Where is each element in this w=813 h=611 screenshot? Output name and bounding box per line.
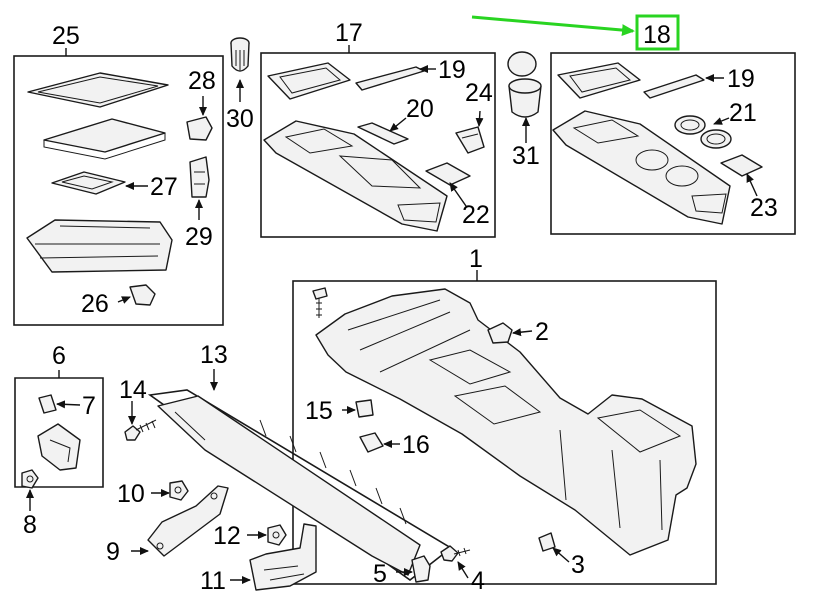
callout-21: 21 [729,99,757,127]
gasket-20 [357,122,409,145]
callout-6: 6 [52,342,66,370]
shifter-bezel-18 [557,62,641,99]
screw-4 [440,545,471,562]
callout-labels: 25 17 18 19 19 20 24 21 22 23 31 30 28 2… [23,19,778,595]
group-box-17 [260,52,496,238]
callout-12: 12 [213,522,241,550]
mat-23 [720,154,763,177]
callout-24: 24 [465,79,493,107]
callout-26: 26 [81,290,109,318]
cup-holder-31 [507,51,542,118]
callout-20: 20 [406,95,434,123]
callout-19a: 19 [438,56,466,84]
callout-27: 27 [150,173,178,201]
callout-28: 28 [188,67,216,95]
clip-2 [487,322,513,344]
callout-5: 5 [373,560,387,588]
group-box-25 [13,55,224,326]
callout-14: 14 [119,376,147,404]
callout-15: 15 [305,397,333,425]
callout-9: 9 [106,538,120,566]
nut-8 [21,469,39,489]
highlight-arrow [471,15,635,37]
bracket-24 [455,126,485,154]
callout-25: 25 [52,22,80,50]
leader-lines [26,45,758,584]
callout-8: 8 [23,511,37,539]
callout-19b: 19 [727,65,755,93]
callout-11: 11 [200,567,226,595]
clip-7 [38,394,57,414]
callout-23: 23 [750,194,778,222]
armrest-lid-panel [43,118,166,160]
mat-22 [425,162,471,186]
console-upper-trim-17 [263,120,448,232]
clip-3 [538,532,556,552]
callout-22: 22 [462,201,490,229]
callout-16: 16 [402,431,430,459]
callout-2: 2 [535,318,549,346]
group-box-6 [14,377,104,488]
callout-18: 18 [643,21,671,49]
bracket-11 [249,523,317,591]
callout-1: 1 [469,245,483,273]
callout-4: 4 [471,567,485,595]
plug-5 [411,555,431,583]
highlight-box-18 [635,14,680,51]
bolt-1 [312,287,328,318]
console-upper-trim-18 [552,110,731,225]
callout-17: 17 [335,19,363,47]
clip-26 [129,284,156,306]
screw-14 [124,419,157,441]
trim-strip-19b [643,74,705,99]
nut-12 [267,524,287,546]
insert-30 [230,37,250,72]
trim-strip-19a [355,66,425,91]
clip-15 [355,399,374,418]
callout-30: 30 [226,105,254,133]
callout-10: 10 [117,480,145,508]
latch-28 [186,116,213,141]
console-side-panel [157,395,421,576]
latch-29 [189,156,210,198]
callout-29: 29 [185,223,213,251]
bracket-6 [37,423,81,471]
callout-7: 7 [82,392,96,420]
bracket-9 [147,485,229,557]
shifter-bezel-17 [267,62,351,100]
callout-13: 13 [200,341,228,369]
armrest-lid-pad [27,72,169,108]
armrest-base [26,219,173,273]
armrest-latch-plate [51,171,126,195]
cupholder-ring-21 [674,115,732,149]
group-box-1 [292,280,717,585]
group-box-18 [550,52,796,235]
nut-10 [169,480,189,501]
callout-3: 3 [571,551,585,579]
clip-16 [359,432,384,453]
center-console-body [315,288,697,556]
callout-31: 31 [512,142,540,170]
